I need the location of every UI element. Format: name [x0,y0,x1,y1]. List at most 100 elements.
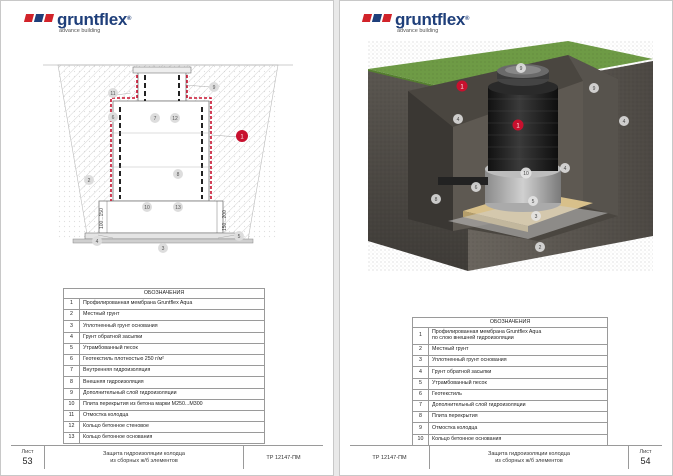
legend-text: Уплотненный грунт основания [83,322,158,329]
dim-right-label: 150...200 [222,210,228,231]
render-marker-5: 5 [528,196,538,206]
drawing-marker-5: 5 [234,231,244,241]
render-marker-9a: 9 [516,63,526,73]
render-marker-2: 2 [535,242,545,252]
svg-text:9: 9 [520,66,523,72]
brand-reg-mark: ® [465,16,470,22]
legend-text: Кольцо бетонное основания [432,435,502,442]
doc-title-line1: Защита гидроизоляции колодца [488,450,570,457]
drawing-marker-13: 13 [173,202,183,212]
render-marker-1a: 1 [456,80,468,92]
legend-num: 11 [63,409,80,423]
legend-text-cell: Дополнительный слой гидроизоляции [428,399,608,413]
legend-num: 6 [412,388,429,401]
legend-text-cell: Геотекстиль плотностью 250 г/м² [79,353,265,367]
legend-text-cell: Утрамбованный песок [428,377,608,390]
legend-text-cell: Кольцо бетонное основания [428,433,608,446]
drawing-marker-12: 12 [170,113,180,123]
legend-text-cell: Уплотненный грунт основания [79,320,265,333]
right-page: gruntflex® advance building [339,0,673,476]
legend-text-cell: Внешняя гидроизоляция [79,376,265,389]
render-marker-4c: 4 [560,163,570,173]
legend-text-line2: по слою внешней гидроизоляции [432,335,514,341]
svg-text:5: 5 [238,234,241,240]
render-marker-10: 10 [520,167,532,179]
render-marker-3: 3 [531,211,541,221]
legend-text: Плита перекрытия из бетона марки М250...… [83,400,203,407]
legend-num: 6 [63,353,80,367]
svg-text:1: 1 [516,124,520,130]
brand-tagline: advance building [397,28,439,34]
sheet-label: Лист [639,449,652,455]
title-block-right: ТР 12147-ПМ Защита гидроизоляции колодца… [350,445,662,469]
legend-text: Плита перекрытия [432,413,478,420]
legend-text-cell: Грунт обратной засыпки [428,366,608,379]
svg-text:8: 8 [435,197,438,203]
well-section-drawing: 100...150 150...200 11 9 6 7 12 1 8 2 10… [43,64,293,253]
drawing-marker-9: 9 [209,82,219,92]
legend-text-cell: Местный грунт [428,343,608,357]
svg-text:10: 10 [523,171,529,177]
svg-text:9: 9 [213,85,216,91]
svg-text:1: 1 [240,135,244,141]
svg-text:8: 8 [177,172,180,178]
legend-text: Грунт обратной засыпки [83,333,143,340]
sheet-number: 53 [22,456,33,466]
legend-text: Дополнительный слой гидроизоляции [83,389,177,396]
doc-code: ТР 12147-ПМ [243,446,323,469]
render-marker-4a: 4 [453,114,463,124]
brand-mark-icon [361,14,393,22]
legend-text: Дополнительный слой гидроизоляции [432,402,526,409]
drawing-marker-6: 6 [108,112,118,122]
render-marker-1b: 1 [512,119,524,131]
legend-num: 3 [412,355,429,368]
svg-text:3: 3 [162,246,165,252]
legend-text-cell: Утрамбованный песок [79,342,265,355]
drawing-marker-3: 3 [158,243,168,253]
title-block-left: Лист 53 Защита гидроизоляции колодца из … [11,445,323,469]
legend-text: Местный грунт [83,311,120,318]
legend-num: 10 [63,398,80,411]
brand-logo: gruntflex® advance building [361,11,470,35]
legend-text-cell: Дополнительный слой гидроизоляции [79,387,265,400]
svg-text:4: 4 [457,117,460,123]
brand-mark-icon [23,14,55,22]
legend-text-cell: Кольцо бетонное основания [79,432,265,445]
legend-num: 9 [412,422,429,435]
svg-text:4: 4 [96,239,99,245]
svg-text:11: 11 [110,91,115,97]
render-marker-8: 8 [431,194,441,204]
legend-text-cell: Плита перекрытия из бетона марки М250...… [79,398,265,411]
legend-text-cell: Геотекстиль [428,388,608,401]
legend-text-cell: Отмостка колодца [79,409,265,423]
legend-num: 8 [412,411,429,424]
legend-text: Местный грунт [432,346,469,353]
drawing-marker-11: 11 [108,88,118,98]
svg-text:9: 9 [593,86,596,92]
legend-text-cell: Внутренняя гидроизоляция [79,365,265,378]
legend-num: 8 [63,376,80,389]
sheet-number: 54 [640,456,651,466]
legend-text: Утрамбованный песок [83,344,138,351]
render-marker-9b: 9 [589,83,599,93]
svg-text:3: 3 [535,214,538,220]
legend-text-cell: Уплотненный грунт основания [428,355,608,368]
legend-num: 3 [63,320,80,333]
legend-num: 1 [63,297,80,311]
legend-text: Утрамбованный песок [432,379,487,386]
